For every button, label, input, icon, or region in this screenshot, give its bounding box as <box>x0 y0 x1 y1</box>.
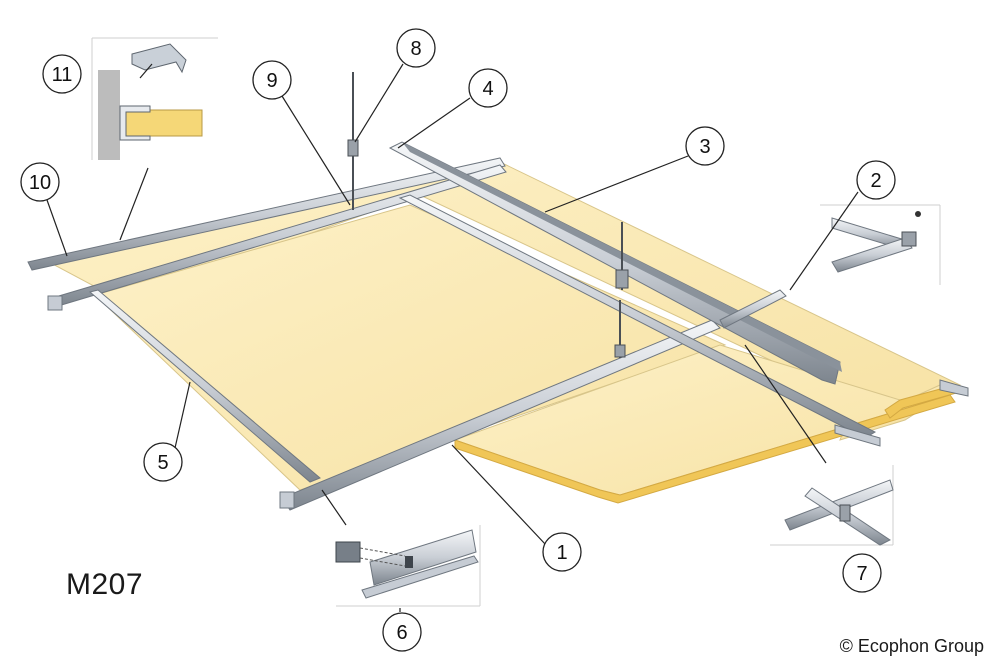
inset6-slot <box>405 556 413 568</box>
copyright-notice: © Ecophon Group <box>839 636 984 656</box>
detail-inset-6 <box>335 525 481 607</box>
inset6-connector <box>335 541 361 563</box>
main-runner-left <box>88 289 321 483</box>
callout-5: 5 <box>143 442 183 482</box>
inset2-rail-b <box>831 237 913 273</box>
callout-2: 2 <box>856 160 896 200</box>
svg-text:1: 1 <box>556 542 567 564</box>
wall-section <box>98 70 120 160</box>
inset2-screw <box>915 211 921 217</box>
callout-9: 9 <box>252 60 292 100</box>
svg-text:10: 10 <box>29 172 51 194</box>
inset7-rail-a <box>784 479 894 531</box>
ceiling-panels <box>43 161 962 504</box>
callout-3: 3 <box>685 126 725 166</box>
panel-edge <box>454 394 956 504</box>
callout-11: 11 <box>42 54 82 94</box>
svg-text:5: 5 <box>157 452 168 474</box>
svg-text:3: 3 <box>699 136 710 158</box>
svg-text:4: 4 <box>482 78 493 100</box>
edge-trim <box>131 43 187 74</box>
inset6-rail-foot <box>361 555 479 599</box>
callout-6: 6 <box>382 612 422 652</box>
inset7-clip <box>839 504 851 522</box>
hanger-clip-front <box>614 344 626 358</box>
callout-10: 10 <box>20 162 60 202</box>
rail-end-right <box>834 424 881 447</box>
model-code: M207 <box>66 568 144 601</box>
svg-text:8: 8 <box>410 38 421 60</box>
detail-inset-2 <box>820 204 941 285</box>
cross-tee-front-foot <box>279 491 295 509</box>
wall-trim-profile <box>119 105 151 141</box>
main-runner-rear-foot <box>47 295 63 311</box>
callout-1: 1 <box>542 532 582 572</box>
svg-text:11: 11 <box>52 64 73 86</box>
svg-text:7: 7 <box>856 563 867 585</box>
callout-8: 8 <box>396 28 436 68</box>
svg-text:6: 6 <box>396 622 407 644</box>
svg-text:2: 2 <box>870 170 881 192</box>
inset6-rail <box>369 529 477 586</box>
cross-tee-middle <box>398 194 877 439</box>
hangers <box>347 72 629 358</box>
hanger-clip-mid <box>615 269 629 289</box>
inset2-clip <box>901 231 917 247</box>
svg-text:9: 9 <box>266 70 277 92</box>
callout-4: 4 <box>468 68 508 108</box>
callout-7: 7 <box>842 553 882 593</box>
hanger-clip-rear <box>347 139 359 157</box>
detail-inset-11 <box>91 37 218 160</box>
wall-angle-right <box>939 379 969 397</box>
detail-inset-7 <box>770 465 894 546</box>
cross-tee-right <box>719 289 787 329</box>
panel-section <box>121 109 203 137</box>
leader-lines <box>46 63 859 612</box>
